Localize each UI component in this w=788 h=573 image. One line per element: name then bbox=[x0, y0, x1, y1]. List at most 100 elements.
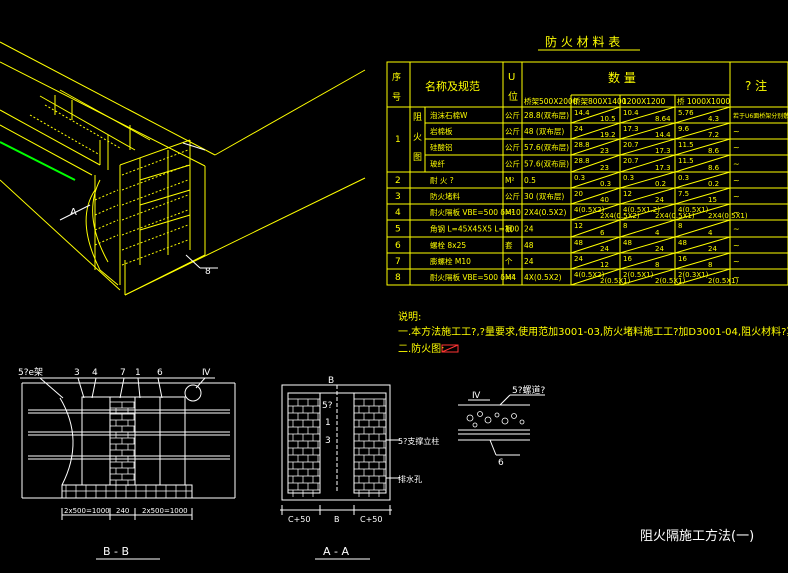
table-cell: 岩棉板 bbox=[430, 126, 453, 136]
table-cell: 4(0.5X1.2) bbox=[623, 206, 660, 214]
table-cell: 4.3 bbox=[708, 115, 719, 123]
material-table bbox=[386, 61, 788, 286]
table-cell: 膨螺栓 M10 bbox=[430, 256, 471, 266]
table-cell: 28.8 bbox=[574, 157, 590, 165]
header-note: ? 注 bbox=[745, 78, 767, 93]
table-cell: ~ bbox=[733, 225, 740, 234]
table-cell: 17.3 bbox=[655, 164, 671, 172]
table-cell: 11.5 bbox=[678, 141, 694, 149]
table-cell: ~ bbox=[733, 241, 740, 250]
table-cell: 48 bbox=[623, 239, 632, 247]
sub-header: 桥架800X1400 bbox=[573, 96, 627, 106]
aa-label-drain: 排水孔 bbox=[398, 474, 422, 484]
table-cell: 24 bbox=[600, 245, 609, 253]
table-cell: 7 bbox=[395, 257, 401, 267]
table-cell: 0.2 bbox=[655, 180, 666, 188]
sub-header: 桥 1000X1000 bbox=[677, 96, 730, 106]
table-cell: 16 bbox=[678, 255, 687, 263]
table-cell: 0.3 bbox=[623, 174, 634, 182]
table-cell: 4X(0.5X2) bbox=[524, 273, 562, 282]
table-cell: 螺栓 8x25 bbox=[430, 240, 466, 250]
aa-dim-3: C+50 bbox=[360, 515, 382, 524]
detail-iv-label: Ⅳ bbox=[472, 391, 481, 401]
table-cell: 0.5 bbox=[524, 176, 536, 185]
bb-callout: 4 bbox=[92, 368, 98, 378]
notes-heading: 说明: bbox=[398, 310, 421, 323]
table-cell: 0.3 bbox=[600, 180, 611, 188]
table-cell: 2(0.3X1) bbox=[678, 271, 709, 279]
table-cell: 16 bbox=[623, 255, 632, 263]
table-cell: 48 (双布层) bbox=[524, 126, 564, 136]
table-cell: 8 bbox=[655, 261, 659, 269]
detail-callout: 6 bbox=[498, 458, 504, 468]
table-cell: 12 bbox=[600, 261, 609, 269]
table-cell: 28.8(双布层) bbox=[524, 110, 569, 120]
table-cell: 19.2 bbox=[600, 131, 616, 139]
sheet-title: 阻火隔施工方法(一) bbox=[640, 528, 754, 544]
table-cell: 若于U6面桥架分别敷设 bbox=[733, 112, 788, 120]
table-cell: 20.7 bbox=[623, 141, 639, 149]
table-cell: 24 bbox=[655, 196, 664, 204]
table-cell: 20.7 bbox=[623, 157, 639, 165]
table-cell: 8.6 bbox=[708, 164, 720, 172]
table-cell: 公斤 bbox=[505, 142, 520, 152]
table-cell: 17.3 bbox=[623, 125, 639, 133]
table-cell: ~ bbox=[733, 257, 740, 266]
table-cell: 28.8 bbox=[574, 141, 590, 149]
table-cell: 耐火隔板 VBE=500 δ=4 bbox=[430, 272, 516, 282]
bb-callout: 1 bbox=[135, 368, 141, 378]
bb-callout: Ⅳ bbox=[202, 368, 211, 378]
aa-label-column: 5?支撑立柱 bbox=[398, 436, 439, 446]
iso-callout: 8 bbox=[205, 267, 211, 277]
detail-iv bbox=[458, 394, 545, 456]
table-cell: 玻纤 bbox=[430, 159, 445, 169]
table-cell: 3 bbox=[395, 192, 401, 202]
table-cell: 7.2 bbox=[708, 131, 719, 139]
table-cell: 24 bbox=[574, 255, 583, 263]
table-cell: 23 bbox=[600, 147, 609, 155]
table-cell: 48 bbox=[524, 241, 534, 250]
aa-dim-2: B bbox=[334, 515, 340, 524]
table-cell: M² bbox=[505, 208, 514, 217]
table-cell: 1 bbox=[395, 135, 401, 145]
table-cell: 2(0.5X1) bbox=[708, 277, 739, 285]
section-aa bbox=[280, 384, 400, 515]
table-cell: 公斤 bbox=[505, 126, 520, 136]
aa-callout-3: 3 bbox=[325, 436, 331, 446]
table-cell: 24 bbox=[524, 225, 534, 234]
bb-callout: 7 bbox=[120, 368, 126, 378]
bb-callout: 6 bbox=[157, 368, 163, 378]
aa-title: A - A bbox=[323, 545, 349, 558]
table-cell: 公斤 bbox=[505, 110, 520, 120]
aa-top-label: B bbox=[328, 376, 334, 386]
table-cell: ~ bbox=[733, 143, 740, 152]
table-cell: 个 bbox=[505, 257, 513, 266]
notes-line-2: 二.防火图: bbox=[398, 342, 445, 355]
bb-dim-1: 2x500=1000 bbox=[64, 507, 110, 515]
table-cell: 57.6(双布层) bbox=[524, 142, 569, 152]
table-cell: 2X4(0.5X2) bbox=[600, 212, 640, 220]
table-cell: 24 bbox=[574, 125, 583, 133]
table-cell: 2(0.5X1) bbox=[600, 277, 631, 285]
table-cell: 套 bbox=[505, 240, 513, 250]
table-cell: ~ bbox=[733, 192, 740, 201]
table-cell: 2X4(0.5X2) bbox=[524, 208, 566, 217]
table-cell: 0.2 bbox=[708, 180, 719, 188]
table-cell: ~ bbox=[733, 127, 740, 136]
table-cell: ~ bbox=[733, 160, 740, 169]
table-cell: 10.5 bbox=[600, 115, 616, 123]
detail-top-label: 5?螺道? bbox=[512, 384, 546, 396]
table-cell: 20 bbox=[574, 190, 583, 198]
table-cell: 17.3 bbox=[655, 147, 671, 155]
table-cell: 7.5 bbox=[678, 190, 689, 198]
table-cell: 根 bbox=[505, 224, 513, 234]
bb-dim-3: 2x500=1000 bbox=[142, 507, 188, 515]
